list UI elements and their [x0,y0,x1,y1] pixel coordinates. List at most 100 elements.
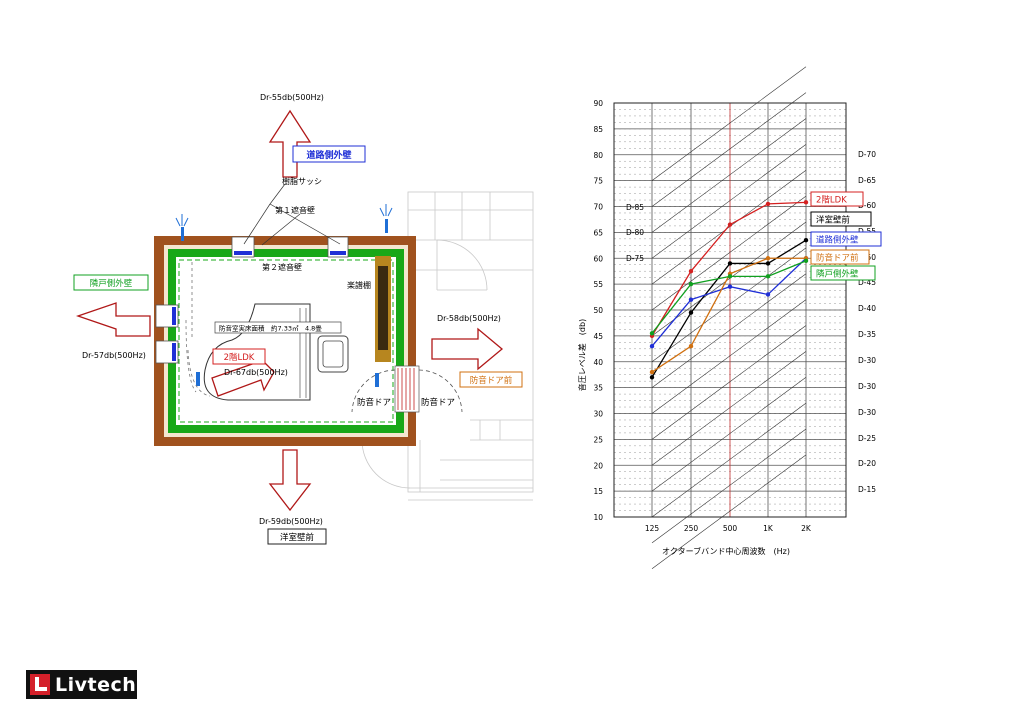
series-line [651,201,807,337]
series-point [803,258,809,264]
d-curve-line [651,325,807,440]
y-tick-label: 60 [593,254,603,263]
legend-label: 洋室壁前 [816,215,851,226]
x-tick-label: 250 [684,524,699,533]
door1-label: 防音ドア [357,397,391,408]
x-tick-label: 2K [801,524,812,533]
y-axis-label: 音圧レベル差 (db) [577,319,587,391]
y-tick-label: 90 [593,99,603,108]
d-rating-label: D-35 [858,330,876,339]
y-tick-label: 45 [593,332,603,341]
top-db-label: Dr-55db(500Hz) [260,93,324,102]
y-tick-label: 50 [593,306,603,315]
d-rating-label: D-30 [858,356,876,365]
ldk-tag-box [212,348,266,365]
arrow-right [431,327,504,371]
piano-bench [317,335,349,373]
y-tick-label: 75 [593,177,603,186]
series-point [727,284,733,289]
plot-frame [613,102,847,518]
y-tick-label: 35 [593,384,603,393]
d-curve-line [651,377,807,492]
bottom-db-label: Dr-59db(500Hz) [259,517,323,526]
livtech-logo: Livtech [26,670,137,699]
double-door-frame [394,365,420,413]
floor-plan: 防音室実床面積 約7.33㎡ 4.8畳 Dr-55db(500Hz) 道路側外壁… [73,93,534,545]
series-point [727,274,733,279]
d-rating-label: D-30 [858,382,876,391]
top-tag-label: 道路側外壁 [306,149,351,161]
arrow-up [268,109,312,178]
d-rating-label: D-70 [858,150,876,159]
d-curve-line [651,247,807,362]
sash-label: 樹脂サッシ [282,176,322,186]
legend-label: 2階LDK [816,195,847,206]
series-point [649,331,655,336]
d-curve-line [651,92,807,207]
series-point [765,261,771,266]
d-inner-label: D-80 [626,228,644,237]
series-point [803,200,809,205]
d-curve-line [651,221,807,337]
d-rating-label: D-25 [858,434,876,443]
y-tick-label: 80 [593,151,603,160]
series-point [765,274,771,279]
vent-icon [175,204,393,227]
series-point [688,310,694,315]
logo-text: Livtech [55,673,137,696]
left-tag-box [73,274,149,291]
arrow-left [75,302,151,337]
y-tick-label: 20 [593,461,603,470]
y-tick-label: 30 [593,410,603,419]
chart-grid [614,102,846,518]
left-tag-label: 隣戸側外壁 [90,278,133,289]
d-rating-label: D-45 [858,278,876,287]
legend-box [810,191,864,207]
series-point [688,281,694,287]
right-tag-box [459,371,523,388]
d-inner-label: D-75 [626,254,644,263]
door-swing [351,369,396,413]
series-point [765,292,771,297]
left-db-label: Dr-57db(500Hz) [82,351,146,360]
d-inner-label: D-85 [626,203,644,212]
series-point [727,261,733,266]
legend-box [810,231,882,247]
y-tick-label: 40 [593,358,603,367]
series-lines [649,200,809,380]
d-curve-line [651,195,807,311]
y-tick-label: 70 [593,203,603,212]
d-rating-label: D-40 [858,304,876,313]
y-tick-label: 15 [593,487,603,496]
wall2-label: 第２遮音壁 [262,262,302,272]
series-point [688,344,694,349]
d-curve-line [651,351,807,466]
series-point [688,297,694,302]
series-point [765,201,771,207]
right-db-label: Dr-58db(500Hz) [437,314,501,323]
wall1-label: 第１遮音壁 [275,205,315,215]
ldk-tag-label: 2階LDK [224,352,255,363]
d-curve-line [651,144,807,259]
x-tick-label: 1K [763,524,774,533]
y-tick-label: 25 [593,435,603,444]
d-curve-line [651,454,807,569]
d-rating-label: D-20 [858,459,876,468]
series-line [651,257,807,347]
x-tick-label: 125 [645,524,660,533]
y-tick-label: 65 [593,228,603,237]
series-point [649,375,655,380]
series-point [649,369,655,375]
d-curve-line [651,299,807,414]
legend-box [810,265,876,281]
series-point [727,222,733,227]
area-label: 防音室実床面積 約7.33㎡ 4.8畳 [219,324,322,333]
d-curve-line [651,402,807,518]
y-tick-label: 85 [593,125,603,134]
legend-box [810,211,872,227]
